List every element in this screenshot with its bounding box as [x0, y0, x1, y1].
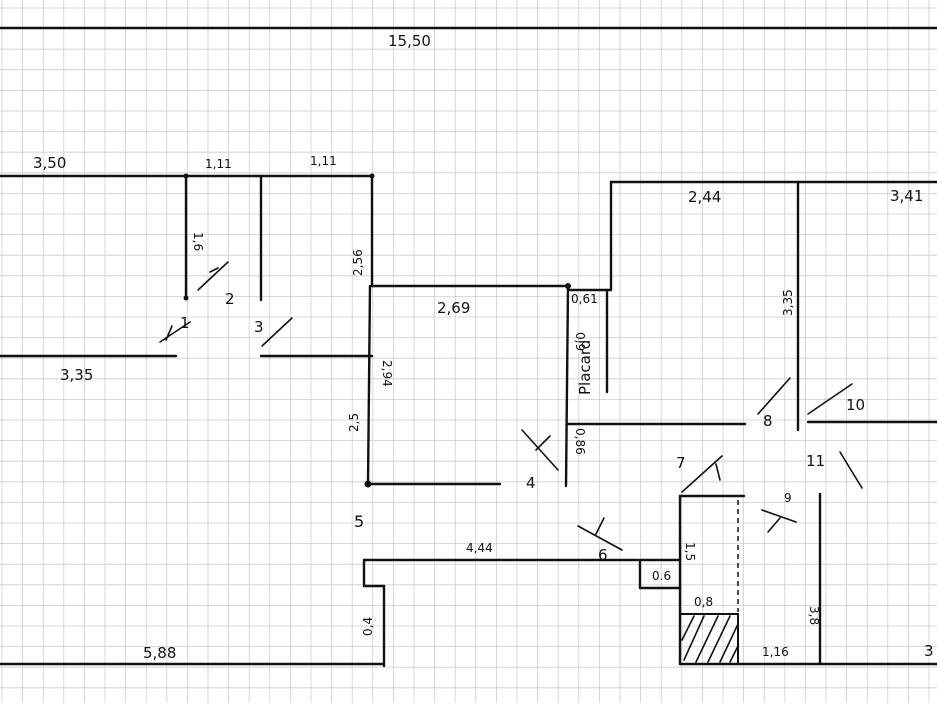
door-6: 6 [598, 546, 608, 564]
dimension-0-86: 0,86 [573, 428, 587, 455]
door-2: 2 [225, 290, 235, 308]
door-7: 7 [676, 454, 686, 472]
door-9-swing: 9 [761, 491, 797, 533]
door-11: 11 [806, 452, 825, 470]
door-5: 5 [354, 512, 364, 531]
dimension-box-0-8: 0,8 [694, 595, 713, 609]
dimension-bottom-left: 5,88 [143, 644, 176, 662]
dimension-0-4: 0,4 [361, 617, 375, 636]
dimension-left-top: 3,50 [33, 154, 66, 172]
door-8: 8 [763, 412, 773, 430]
wall-v-568 [564, 284, 570, 488]
dimension-box-1-5: 1,5 [683, 542, 697, 561]
label-placard: Placard [576, 340, 594, 395]
dimension-top-total: 15,50 [388, 32, 431, 50]
dimension-1-6: 1,6 [191, 232, 205, 251]
dimension-2-56: 2,56 [351, 249, 365, 276]
door-10-swing: 10 [807, 383, 865, 415]
wall-node [183, 173, 189, 179]
dimension-seg-b: 1,11 [310, 154, 337, 168]
door-1-swing: 1 [159, 314, 191, 343]
door-3-swing: 3 [254, 317, 293, 347]
dimension-0-9: 0,9 [573, 332, 587, 351]
dimension-seg-a: 1,11 [205, 157, 232, 171]
hatch-lines [681, 615, 739, 663]
dimension-2-94: 2,94 [380, 360, 394, 387]
dimension-1-16: 1,16 [762, 645, 789, 659]
dimension-box-0-6: 0.6 [652, 569, 671, 583]
door-10: 10 [846, 396, 865, 414]
door-1: 1 [180, 314, 190, 332]
dimension-left-mid: 3,35 [60, 366, 93, 384]
wall-v-370-lower [366, 284, 372, 486]
dimension-right-edge: 3 [924, 642, 934, 660]
dimension-3-35: 3,35 [781, 289, 795, 316]
door-7-swing: 7 [676, 454, 723, 493]
dimension-3-41: 3,41 [890, 187, 923, 205]
door-3: 3 [254, 318, 264, 336]
door-9: 9 [784, 491, 792, 505]
wall-node [369, 173, 375, 179]
door-2-swing: 2 [197, 261, 235, 308]
door-4-swing [521, 429, 559, 471]
dimension-0-61: 0,61 [571, 292, 598, 306]
dimension-3-8: 3,8 [807, 606, 821, 625]
door-8-swing: 8 [757, 377, 791, 430]
dimension-2-69: 2,69 [437, 299, 470, 317]
dimension-4-44: 4,44 [466, 541, 493, 555]
door-6-swing: 6 [577, 517, 623, 564]
dimension-2-44: 2,44 [688, 188, 721, 206]
door-4: 4 [526, 474, 536, 492]
door-11-swing: 11 [806, 451, 863, 489]
dimension-2-5: 2,5 [347, 413, 361, 432]
wall-node [183, 295, 189, 301]
